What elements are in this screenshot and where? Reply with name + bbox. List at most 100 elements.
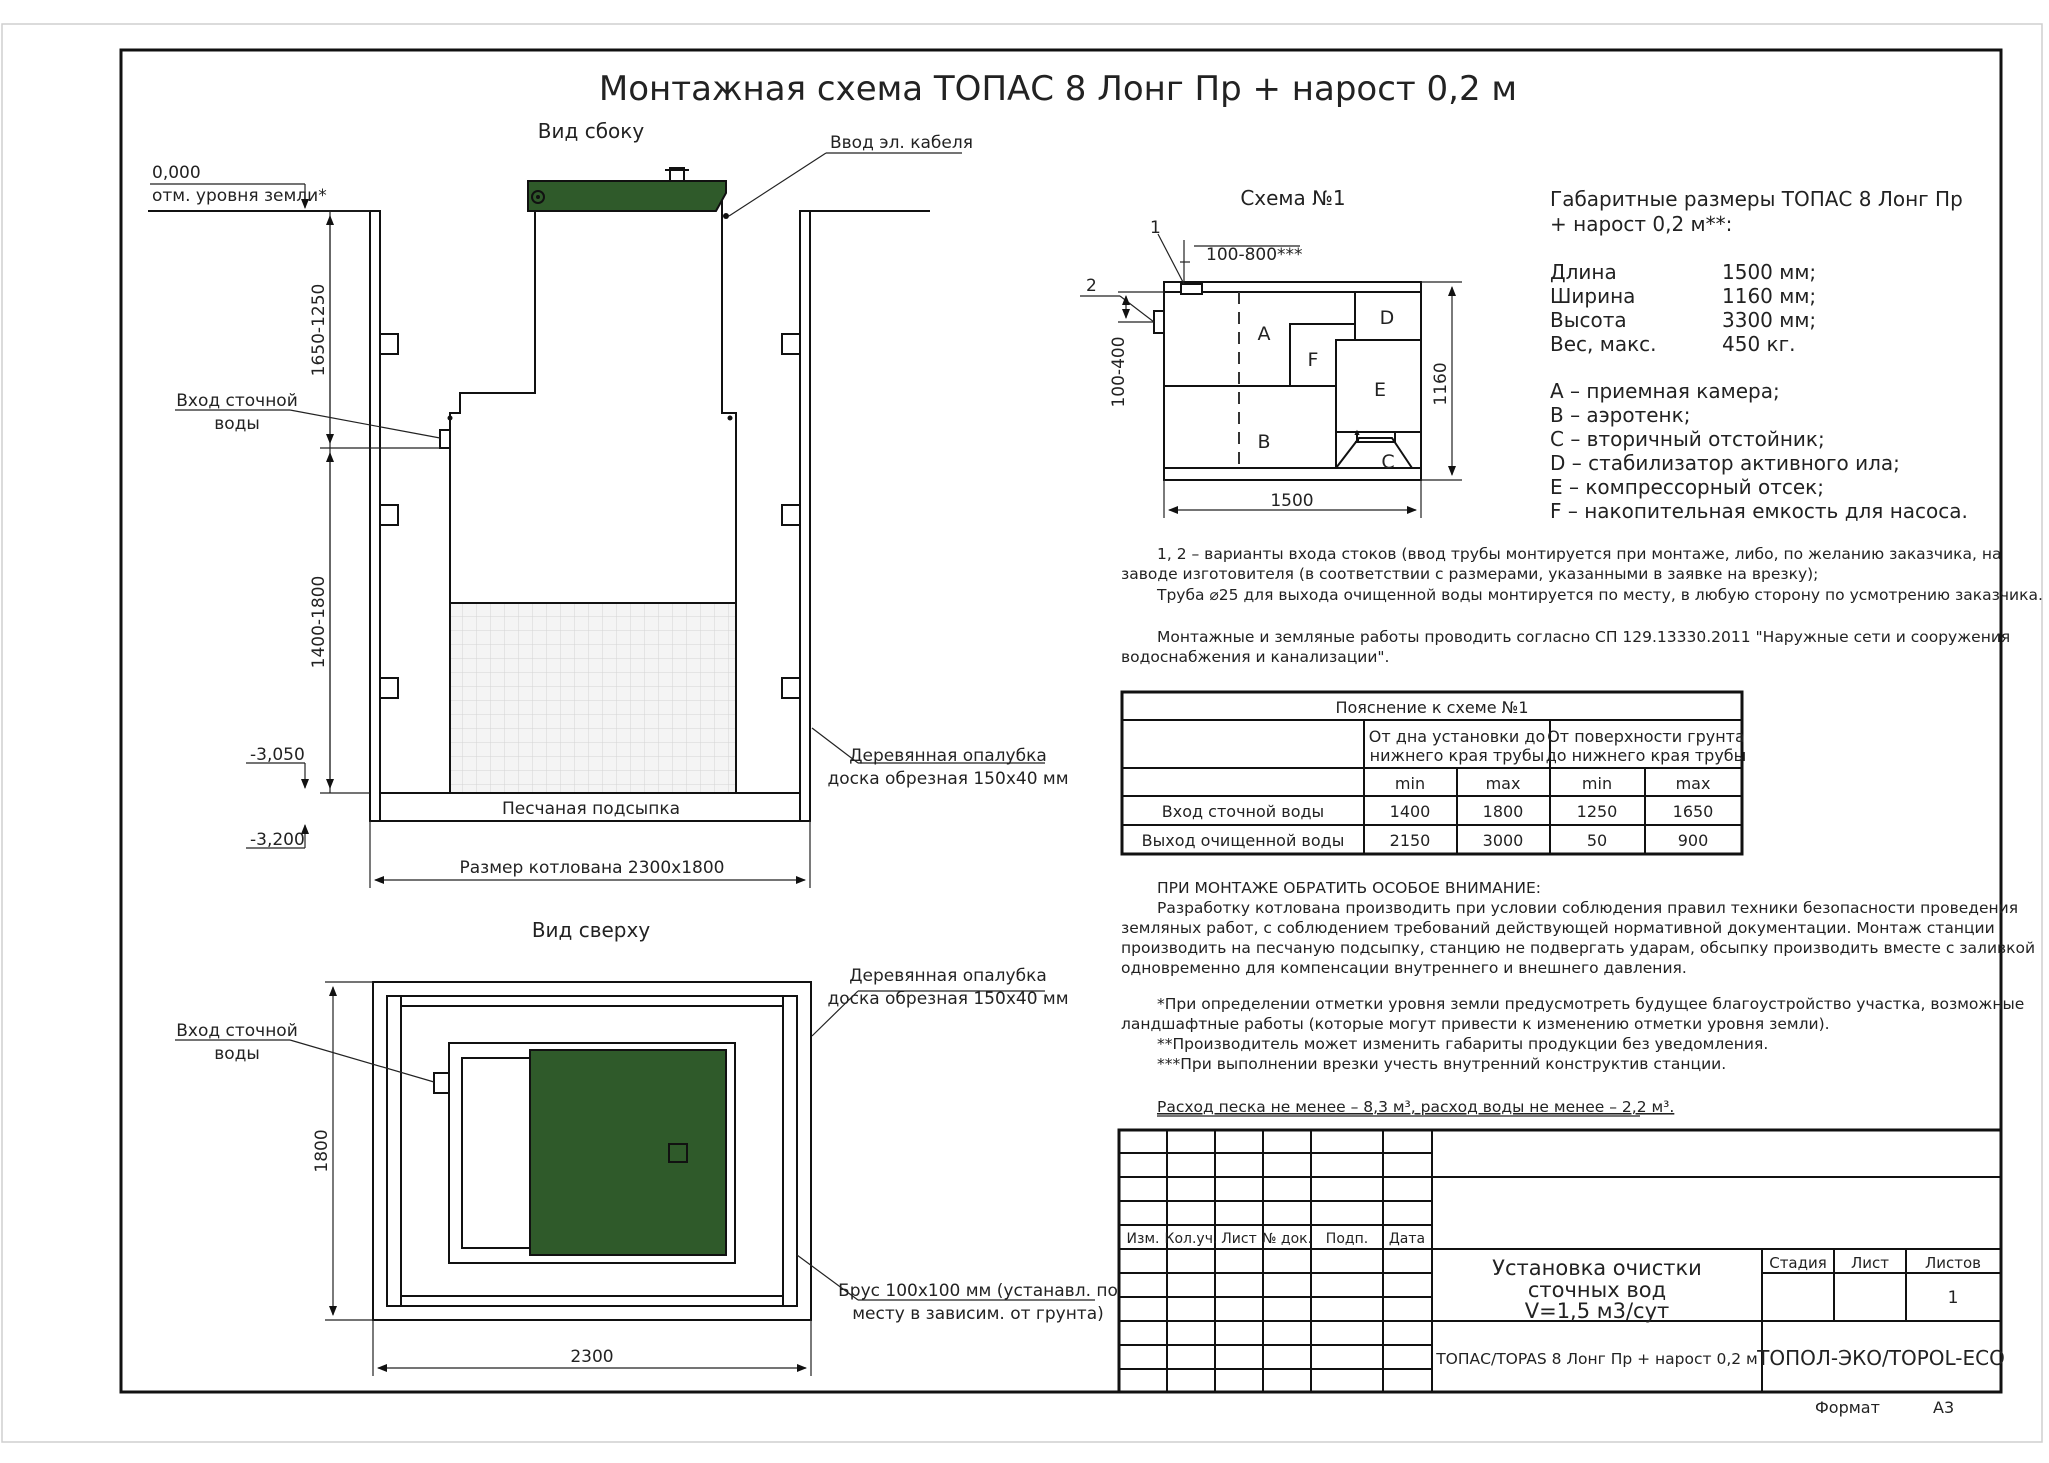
top-formwork-outer	[372, 981, 812, 1321]
table-row-1-v2: 1800	[1483, 802, 1524, 821]
inlet-label-line-2: воды	[214, 414, 260, 434]
note-1-line-5: водоснабжения и канализации".	[1121, 648, 1389, 666]
dim-lower-value: 1400-1800	[309, 576, 329, 669]
format-label: Формат	[1815, 1398, 1880, 1417]
chamber-a-label: A	[1258, 323, 1271, 345]
note-3-line-3: **Производитель может изменить габариты …	[1157, 1035, 1768, 1053]
beam-label-1: Брус 100x100 мм (устанавл. по	[838, 1281, 1118, 1301]
sheet-outer-border	[1, 23, 2043, 1443]
level-2-value: -3,200	[250, 830, 305, 850]
table-caption: Пояснение к схеме №1	[1335, 698, 1528, 717]
pit-size-label: Размер котлована 2300x1800	[460, 858, 725, 878]
tb-col-kol: Кол.уч.	[1165, 1231, 1218, 1247]
sand-bed	[379, 792, 801, 822]
backfill-zone	[450, 603, 736, 793]
note-2-line-2: Разработку котлована производить при усл…	[1157, 899, 2018, 917]
top-inlet-leader	[289, 1039, 435, 1083]
station-lid	[527, 180, 727, 212]
ground-level-value: 0,000	[152, 163, 201, 183]
lid-lock-center	[536, 195, 540, 199]
dim-row-4-label: Вес, макс.	[1550, 332, 1657, 356]
legend-f: F – накопительная емкость для насоса.	[1550, 499, 1968, 523]
top-station-lid	[529, 1049, 727, 1256]
table-group-2-b: до нижнего края трубы	[1546, 746, 1747, 765]
formwork-label-2: доска обрезная 150x40 мм	[827, 769, 1068, 789]
note-3-line-4: ***При выполнении врезки учесть внутренн…	[1157, 1055, 1726, 1073]
inlet-label-line-1: Вход сточной	[176, 391, 298, 411]
scheme-chamber-e	[1335, 339, 1422, 433]
top-inlet-label-2: воды	[214, 1044, 260, 1064]
format-value: А3	[1933, 1398, 1954, 1417]
level-1-value: -3,050	[250, 745, 305, 765]
notes-footnotes: *При определении отметки уровня земли пр…	[1121, 995, 2024, 1073]
dim-bottom-value: 1500	[1270, 491, 1313, 511]
table-border	[1120, 690, 1744, 856]
dim-row-2-label: Ширина	[1550, 284, 1635, 308]
table-row-1-label: Вход сточной воды	[1162, 802, 1324, 821]
dimensions-heading-1: Габаритные размеры ТОПАС 8 Лонг Пр	[1550, 187, 1963, 211]
note-1-line-2: заводе изготовителя (в соответствии с ра…	[1121, 565, 1818, 583]
scheme-chamber-c	[1335, 437, 1413, 469]
note-2-line-3: земляных работ, с соблюдением требований…	[1121, 919, 1995, 937]
note-2-line-1: ПРИ МОНТАЖЕ ОБРАТИТЬ ОСОБОЕ ВНИМАНИЕ:	[1157, 879, 1541, 897]
dim-row-3-value: 3300 мм;	[1722, 308, 1816, 332]
legend-c: C – вторичный отстойник;	[1550, 427, 1825, 451]
tb-col-doc: № док.	[1262, 1231, 1312, 1247]
table-group-1-b: нижнего края трубы	[1370, 746, 1545, 765]
dimensions-heading-2: + нарост 0,2 м**:	[1550, 212, 1732, 236]
tb-name-3: V=1,5 м3/сут	[1525, 1299, 1670, 1323]
legend-e: E – компрессорный отсек;	[1550, 475, 1824, 499]
dim-row-3-label: Высота	[1550, 308, 1627, 332]
chamber-c-label: C	[1381, 451, 1394, 473]
dim-right-value: 1160	[1431, 362, 1451, 405]
beam-left-1	[379, 333, 399, 355]
marker-2: 2	[1086, 276, 1097, 296]
cable-label: Ввод эл. кабеля	[830, 133, 973, 153]
note-1-line-1: 1, 2 – варианты входа стоков (ввод трубы…	[1157, 545, 2002, 563]
cable-leader	[728, 152, 827, 217]
top-view: Вид сверху Вход сточной воды Деревянная …	[175, 918, 1118, 1376]
formwork-left	[369, 210, 381, 822]
side-view: Вид сбоку 0,000 отм. уровня земли* Песча…	[148, 119, 1069, 888]
chamber-b-label: B	[1257, 431, 1270, 453]
top-lid-vent	[668, 1143, 688, 1163]
beam-leader	[796, 1254, 859, 1301]
legend-d: D – стабилизатор активного ила;	[1550, 451, 1900, 475]
top-dim-height: 1800	[312, 1129, 332, 1172]
chamber-f-label: F	[1308, 349, 1319, 371]
rivet-left	[447, 415, 453, 421]
top-formwork-label-1: Деревянная опалубка	[849, 966, 1047, 986]
top-view-heading: Вид сверху	[532, 918, 651, 942]
notes-installation: ПРИ МОНТАЖЕ ОБРАТИТЬ ОСОБОЕ ВНИМАНИЕ: Ра…	[1121, 879, 2035, 977]
ground-level-label: отм. уровня земли*	[152, 186, 327, 206]
marker-2-leader	[1119, 295, 1155, 323]
tb-product: ТОПАС/TOPAS 8 Лонг Пр + нарост 0,2 м	[1435, 1350, 1758, 1368]
table-row-2-v3: 50	[1587, 831, 1607, 850]
title-block: Изм. Кол.уч. Лист № док. Подп. Дата Уста…	[1117, 1128, 2005, 1394]
marker-1-leader	[1157, 233, 1185, 285]
dim-row-1-value: 1500 мм;	[1722, 260, 1816, 284]
table-sub-3: min	[1582, 774, 1612, 793]
dim-row-1-label: Длина	[1550, 260, 1617, 284]
tb-col-date: Дата	[1389, 1231, 1425, 1247]
rivet-right	[727, 415, 733, 421]
top-station-neck	[461, 1057, 531, 1249]
dim-left-value: 100-400	[1109, 336, 1129, 407]
table-sub-4: max	[1676, 774, 1711, 793]
top-formwork-detail-top	[387, 995, 784, 1007]
chamber-d-label: D	[1380, 307, 1395, 329]
table-row-2-v4: 900	[1678, 831, 1709, 850]
tb-company: ТОПОЛ-ЭКО/TOPOL-ECO	[1756, 1346, 2005, 1370]
note-2-line-5: одновременно для компенсации внутреннего…	[1121, 959, 1687, 977]
lid-lock-icon	[531, 190, 545, 204]
top-formwork-inner	[386, 995, 798, 1307]
note-3-line-2: ландшафтные работы (которые могут привес…	[1121, 1015, 1830, 1033]
formwork-right	[799, 210, 811, 822]
scheme-cone-tip	[1354, 429, 1360, 435]
table-group-1-a: От дна установки до	[1369, 727, 1545, 746]
table-sub-2: max	[1486, 774, 1521, 793]
beam-right-2	[781, 504, 801, 526]
inlet-pipe	[439, 429, 451, 449]
tb-col-sign: Подп.	[1326, 1231, 1368, 1247]
